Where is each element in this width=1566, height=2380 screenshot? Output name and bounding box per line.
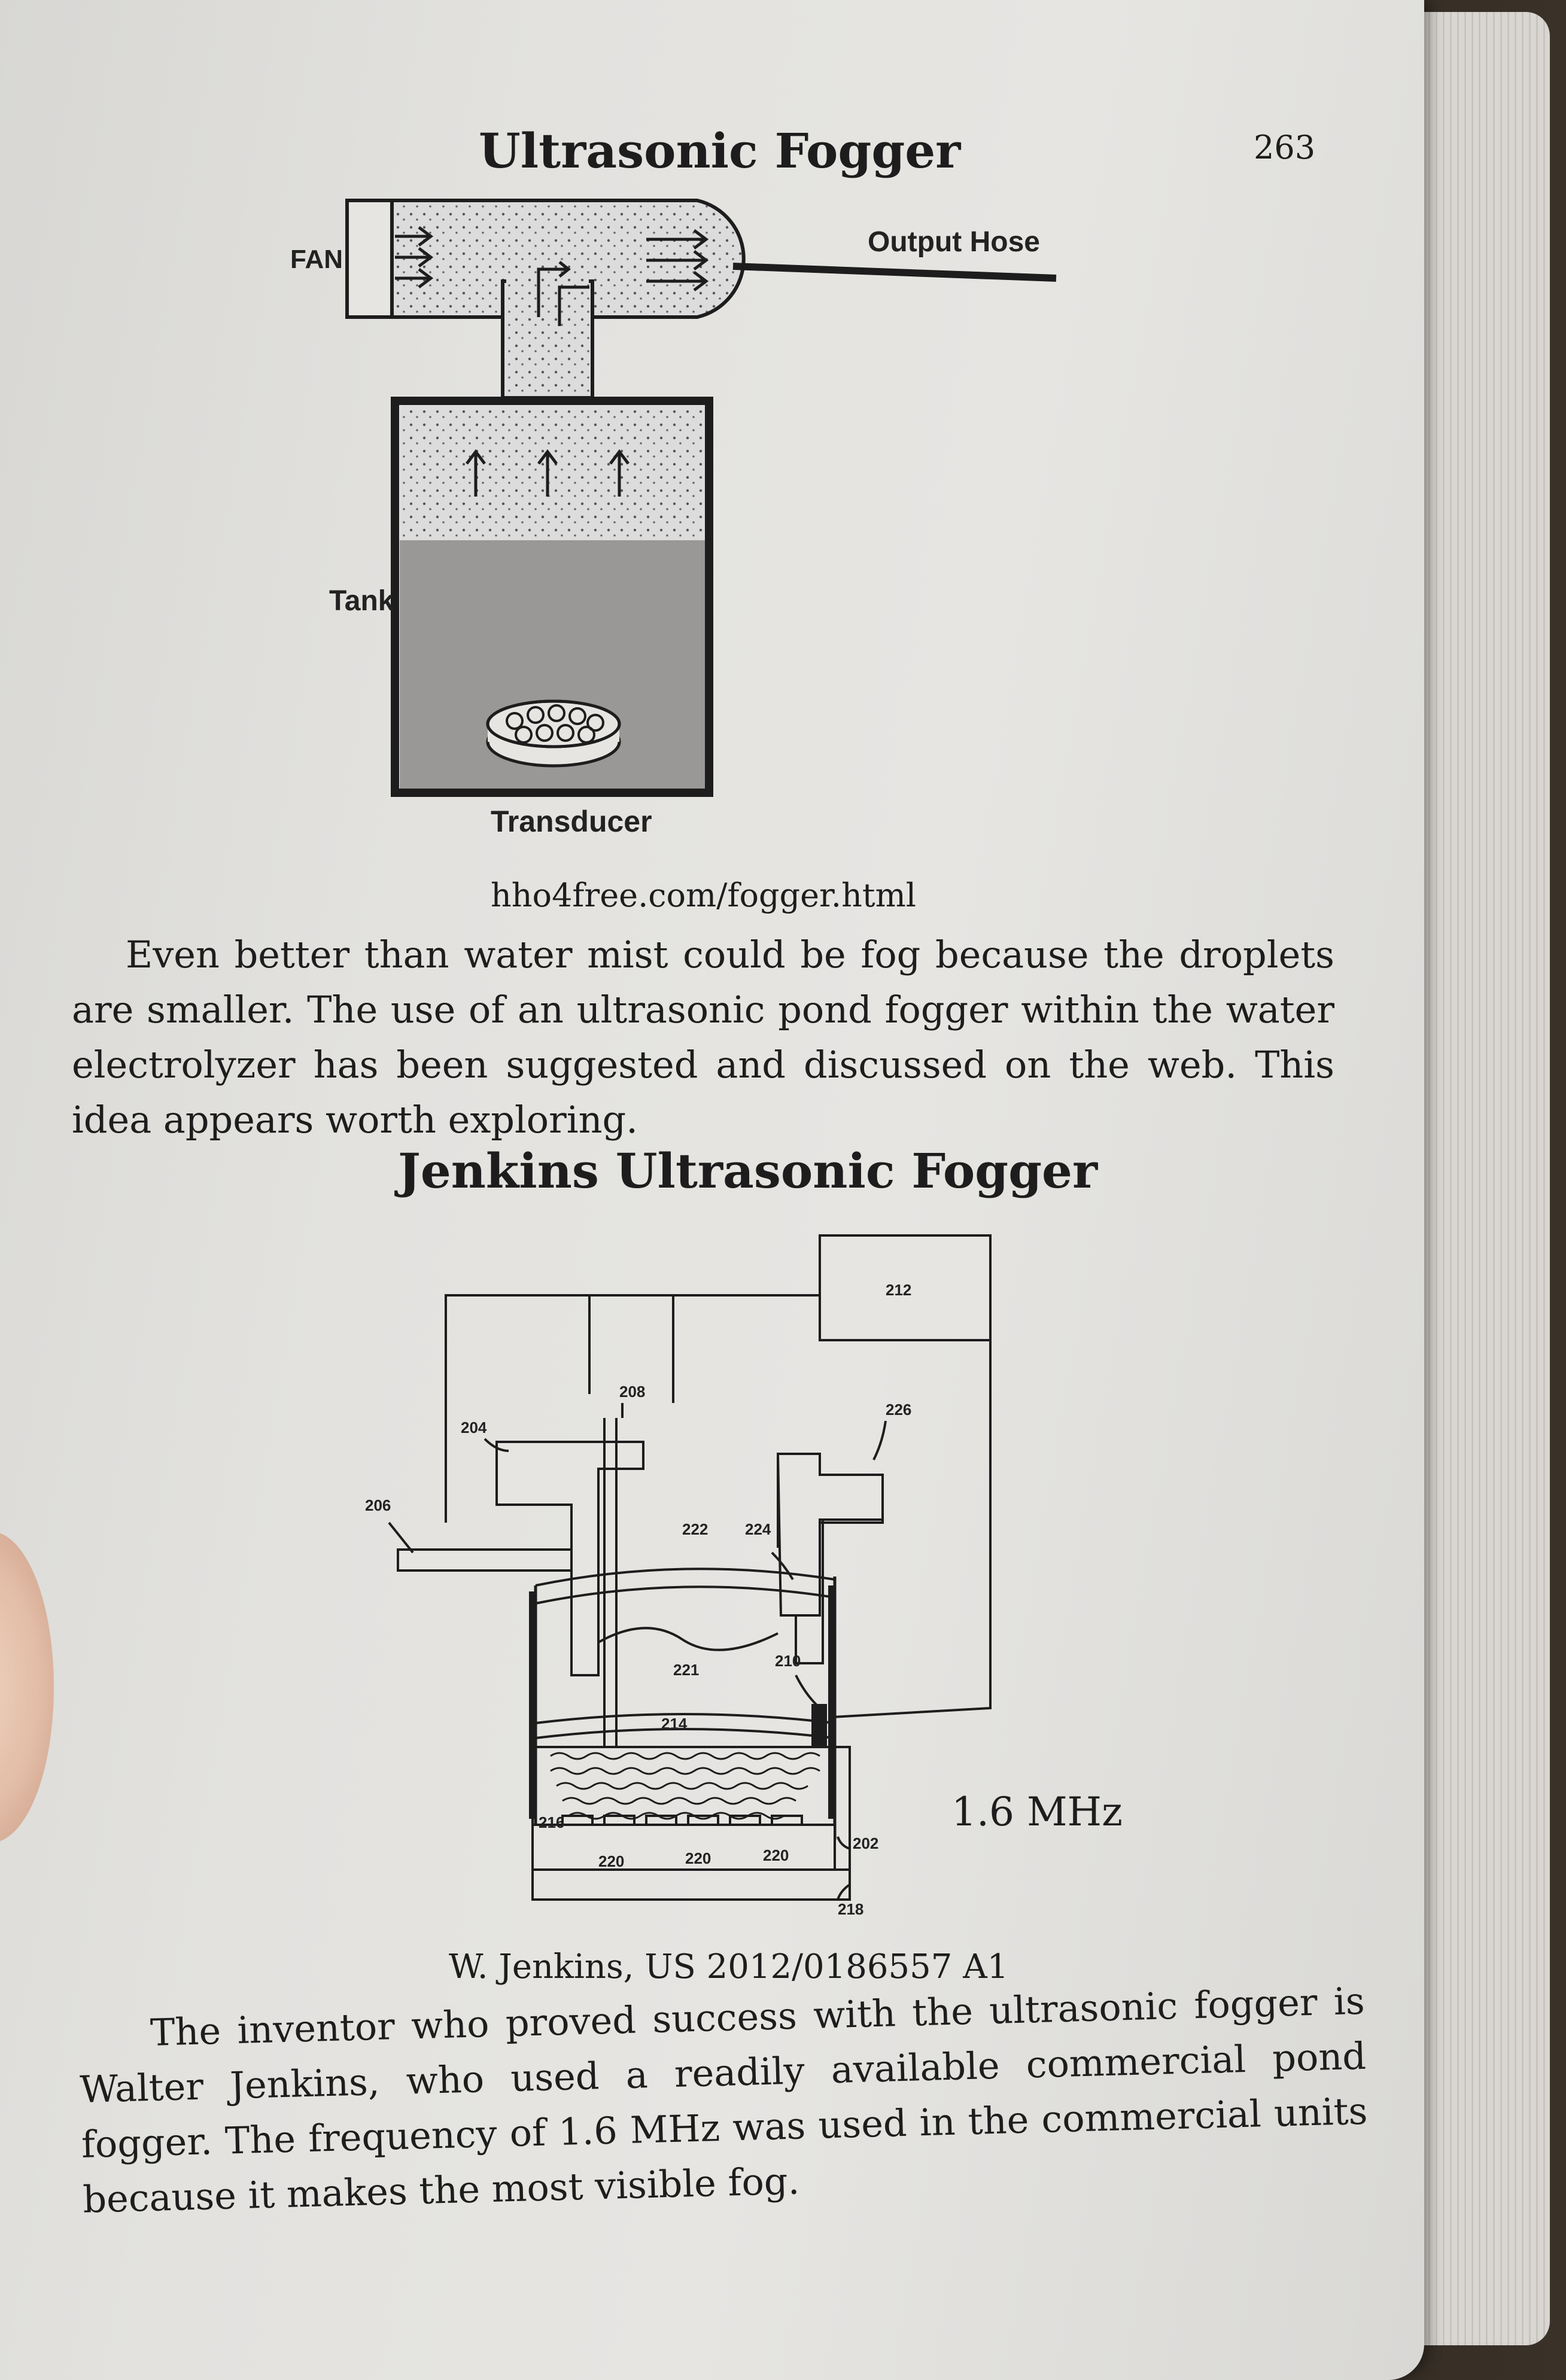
ref-202: 202 xyxy=(853,1834,878,1852)
airflow-arrows xyxy=(395,226,709,326)
page-number: 263 xyxy=(1254,129,1316,166)
tank-label: Tank xyxy=(329,585,394,617)
ref-212: 212 xyxy=(886,1281,911,1299)
left-cap xyxy=(495,1441,644,1676)
frequency-label: 1.6 MHz xyxy=(951,1789,1123,1835)
horizontal-duct xyxy=(390,199,746,319)
center-rod xyxy=(603,1418,618,1747)
book-page: 263 Ultrasonic Fogger xyxy=(0,0,1424,2380)
transducer-base xyxy=(531,1824,836,1871)
ultrasonic-fogger-diagram: FAN Output Hose Tank Transducer xyxy=(290,199,1057,838)
control-box xyxy=(819,1234,992,1341)
fan-label: FAN xyxy=(290,245,343,274)
water-surface-top xyxy=(535,1568,835,1587)
ref-206: 206 xyxy=(365,1496,391,1514)
paragraph-2: The inventor who proved success with the… xyxy=(79,1979,1369,2221)
figure2-title: Jenkins Ultrasonic Fogger xyxy=(398,1143,1098,1199)
fog-area xyxy=(400,406,705,540)
ref-204: 204 xyxy=(461,1419,487,1436)
ref-216: 216 xyxy=(539,1813,564,1831)
ref-210: 210 xyxy=(775,1652,801,1670)
paragraph-1: Even better than water mist could be fog… xyxy=(72,933,1334,1142)
ultrasonic-waves xyxy=(550,1752,820,1820)
fog-arrows xyxy=(466,449,630,497)
output-hose-label: Output Hose xyxy=(868,226,1040,258)
ref-220-b: 220 xyxy=(685,1849,711,1867)
ref-226: 226 xyxy=(886,1401,911,1419)
figure1-caption: hho4free.com/fogger.html xyxy=(491,876,917,914)
transducer xyxy=(486,699,621,768)
ref-221: 221 xyxy=(673,1661,699,1679)
figure1-title: Ultrasonic Fogger xyxy=(479,123,961,179)
heater-element xyxy=(811,1704,827,1748)
ref-222: 222 xyxy=(682,1520,708,1538)
housing-right xyxy=(831,1337,992,1718)
ref-208: 208 xyxy=(619,1383,645,1401)
transducer-label: Transducer xyxy=(491,805,652,838)
ref-220-c: 220 xyxy=(763,1846,789,1864)
housing-left xyxy=(445,1294,820,1523)
figure2-caption: W. Jenkins, US 2012/0186557 A1 xyxy=(449,1947,1009,1986)
ref-214: 214 xyxy=(661,1715,688,1733)
bottom-enclosure xyxy=(531,1746,851,1901)
ref-224: 224 xyxy=(745,1520,771,1538)
ref-220-a: 220 xyxy=(598,1852,624,1870)
jenkins-fogger-diagram: 212 208 226 204 206 222 224 221 210 214 … xyxy=(365,1234,992,1918)
ref-218: 218 xyxy=(838,1900,863,1918)
output-hose xyxy=(732,263,1057,282)
inlet-tube xyxy=(397,1548,573,1572)
